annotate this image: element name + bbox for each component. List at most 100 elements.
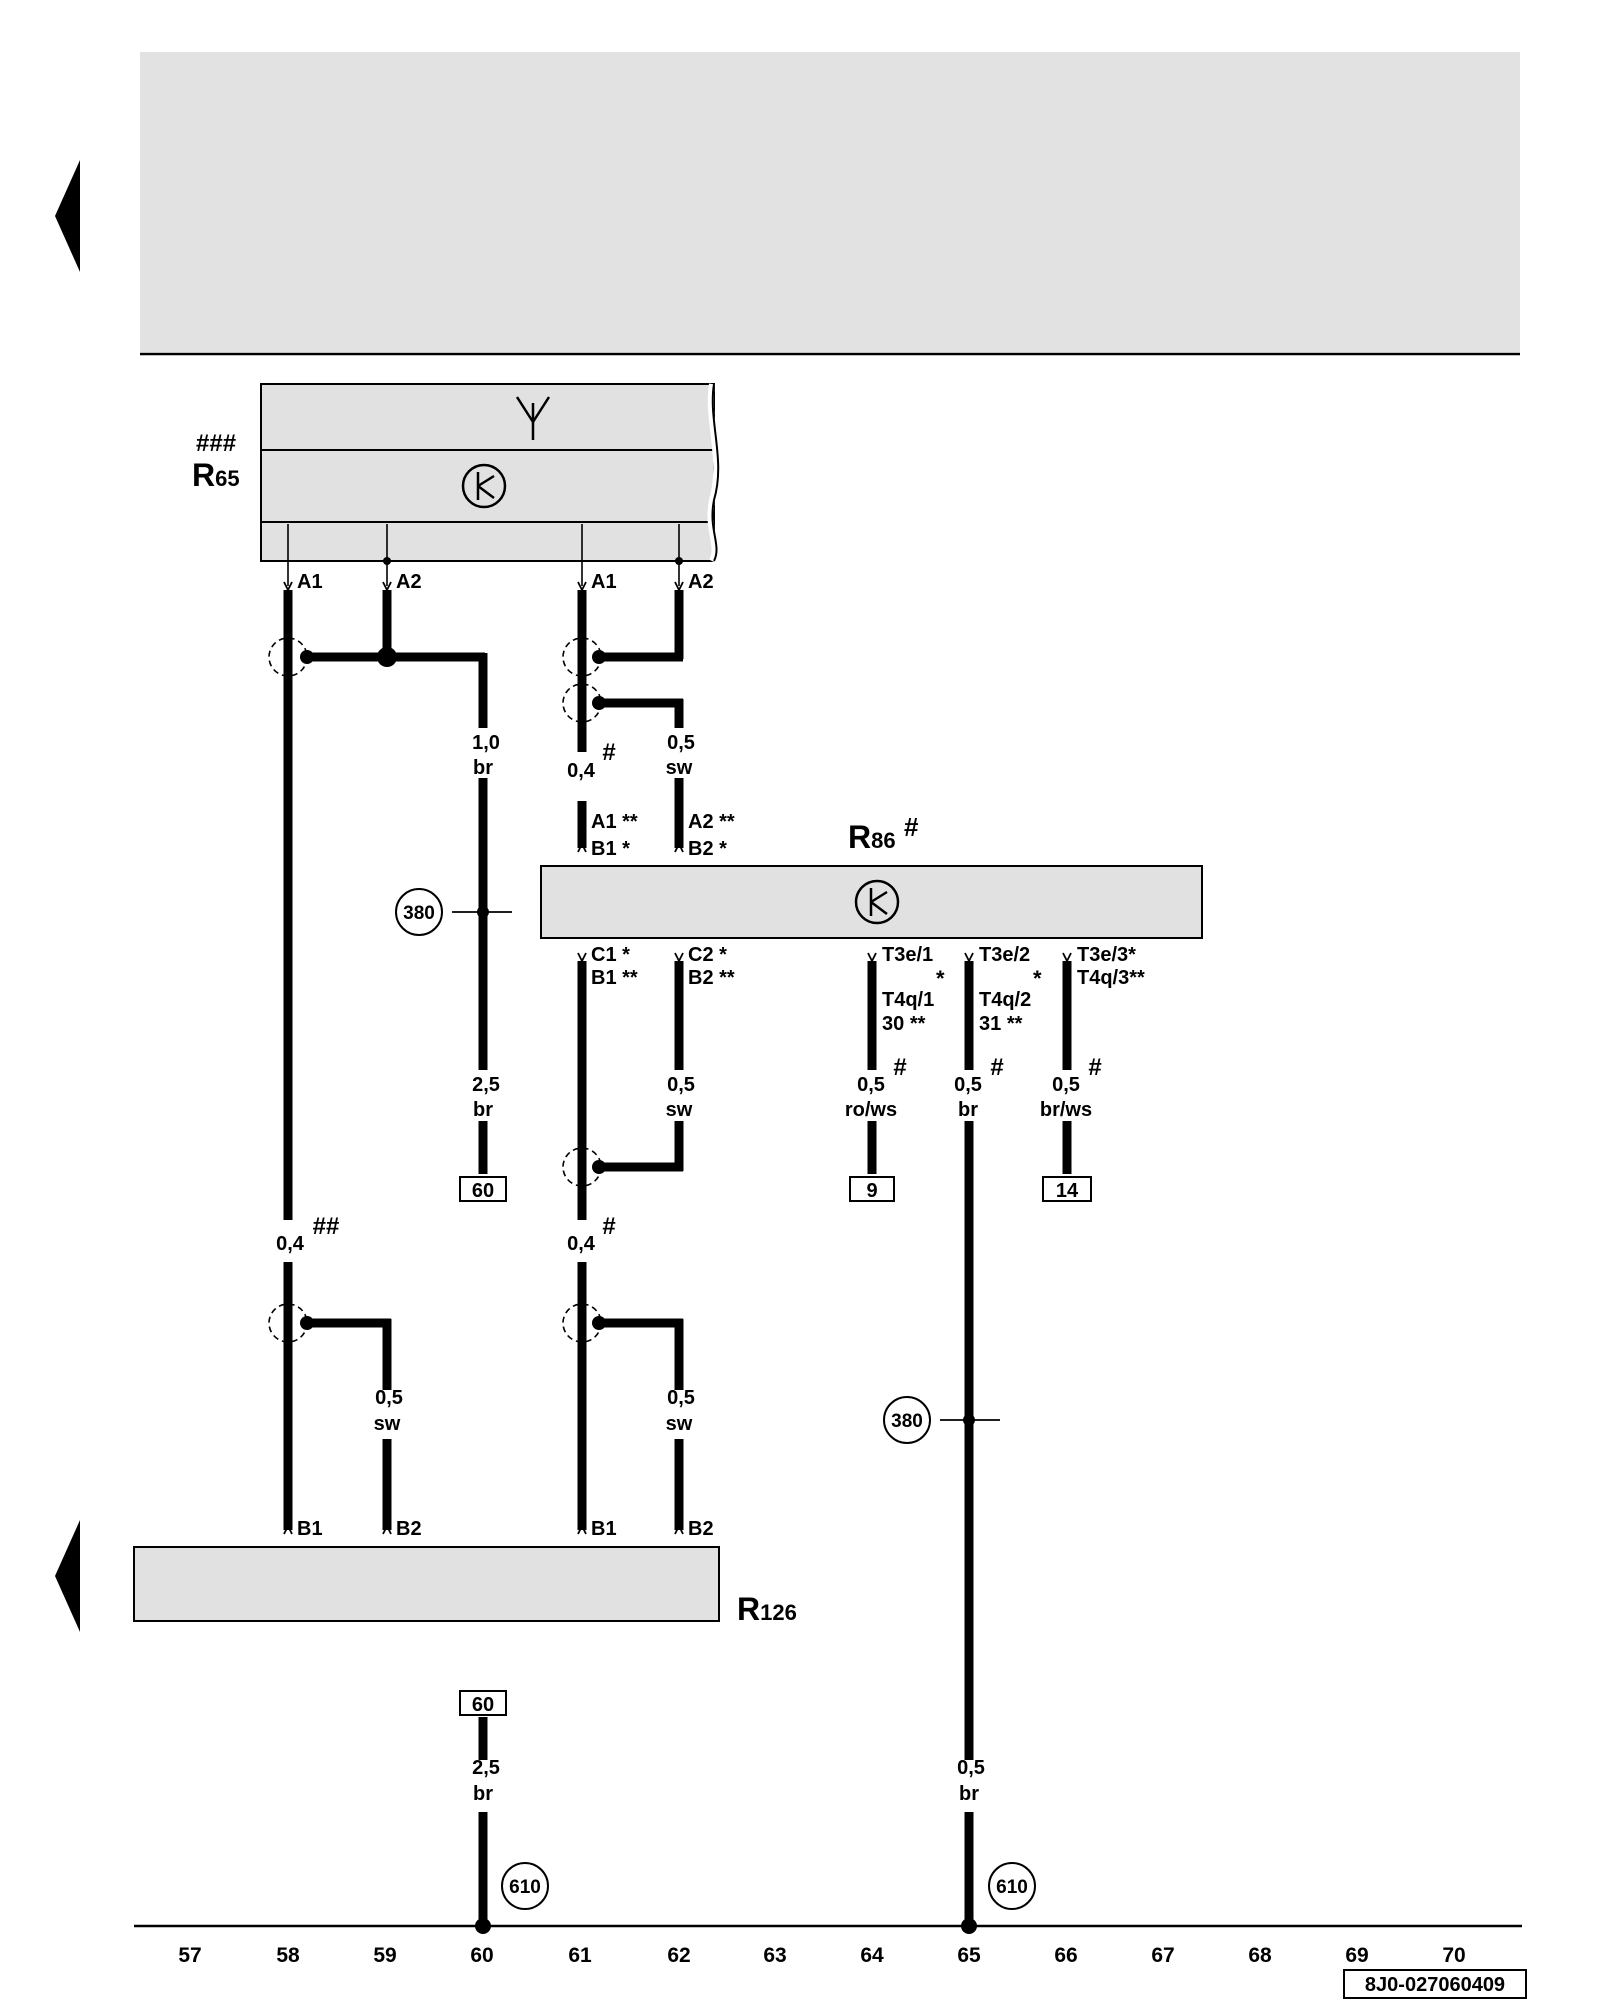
ground-ref-610-right[interactable]: 610 (988, 1862, 1036, 1910)
r86-pin-c2: C2 * (688, 944, 727, 966)
r65-component (260, 383, 720, 563)
r126-pin-b2-left: B2 (396, 1518, 422, 1540)
wire-6-size: 0,5 (857, 1074, 885, 1096)
r126-pin-b1-left: B1 (297, 1518, 323, 1540)
wires (283, 590, 1072, 1926)
page-prev-arrow-top[interactable] (55, 160, 80, 272)
r86-star-65: * (1033, 966, 1042, 991)
wire-5-color: sw (666, 1099, 693, 1121)
grid-59: 59 (373, 1944, 396, 1967)
wire-1-color: br (473, 757, 493, 779)
wire-2-marker: # (602, 739, 615, 766)
svg-text:60: 60 (472, 1180, 494, 1202)
wire-2-size: 0,4 (567, 760, 596, 782)
svg-text:14: 14 (1056, 1180, 1079, 1202)
wire-13-color: br (473, 1783, 493, 1805)
junction-dots (300, 647, 977, 1934)
r86-pin-t4q2: T4q/2 (979, 989, 1031, 1011)
connector-9[interactable]: 9 (849, 1176, 895, 1202)
grid-69: 69 (1345, 1944, 1368, 1967)
wire-labels: 1,0 br 0,4 # 0,5 sw 2,5 br 0,5 sw 0,5 # … (276, 732, 1102, 1805)
page-prev-arrow-bottom[interactable] (55, 1520, 80, 1632)
r86-marker: # (904, 812, 919, 842)
wire-7-size: 0,5 (954, 1074, 982, 1096)
r126-component (133, 1546, 720, 1622)
grid-67: 67 (1151, 1944, 1174, 1967)
grid-58: 58 (276, 1944, 300, 1967)
r86-pin-t3e1: T3e/1 (882, 944, 933, 966)
r65-marker: ### (196, 430, 236, 457)
wire-3-size: 0,5 (667, 732, 695, 754)
wire-9-marker: ## (313, 1213, 340, 1240)
svg-text:380: 380 (891, 1411, 923, 1432)
wire-8-marker: # (1088, 1054, 1101, 1081)
r86-pin-t4q1: T4q/1 (882, 989, 934, 1011)
svg-text:9: 9 (866, 1180, 877, 1202)
wire-12-size: 0,5 (667, 1387, 695, 1409)
grid-65: 65 (957, 1944, 981, 1967)
wire-11-color: sw (374, 1413, 401, 1435)
r86-pin-b2: B2 * (688, 838, 727, 860)
wire-13-size: 2,5 (472, 1757, 500, 1779)
r86-pin-t3e2: T3e/2 (979, 944, 1030, 966)
r86-star-64: * (936, 966, 945, 991)
wire-3-color: sw (666, 757, 693, 779)
grid-57: 57 (178, 1944, 201, 1967)
r86-pin-t3e3: T3e/3* (1077, 944, 1136, 966)
ground-ref-380-left[interactable]: 380 (395, 888, 443, 936)
r86-pin-b2-bottom: B2 ** (688, 967, 735, 989)
r86-pin-b1-bottom: B1 ** (591, 967, 638, 989)
connector-60-top[interactable]: 60 (459, 1176, 507, 1202)
wire-6-marker: # (893, 1054, 906, 1081)
amplifier-icon (461, 463, 507, 509)
ground-ref-610-left[interactable]: 610 (501, 1862, 549, 1910)
r86-pin-a2: A2 ** (688, 811, 735, 833)
wire-6-color: ro/ws (845, 1099, 897, 1121)
wire-9-size: 0,4 (276, 1233, 305, 1255)
antenna-icon (515, 396, 551, 440)
grid-60: 60 (470, 1944, 493, 1967)
header-area (140, 52, 1520, 352)
wire-5-size: 0,5 (667, 1074, 695, 1096)
r86-pin-30: 30 ** (882, 1013, 926, 1035)
wire-4-size: 2,5 (472, 1074, 500, 1096)
wire-8-color: br/ws (1040, 1099, 1092, 1121)
wire-14-size: 0,5 (957, 1757, 985, 1779)
wire-7-color: br (958, 1099, 978, 1121)
amplifier-icon (854, 879, 900, 925)
shield-symbols (268, 637, 602, 1343)
grid-62: 62 (667, 1944, 690, 1967)
wire-8-size: 0,5 (1052, 1074, 1080, 1096)
svg-text:380: 380 (403, 903, 435, 924)
wire-10-size: 0,4 (567, 1233, 596, 1255)
grid-numbers: 57 58 59 60 61 62 63 64 65 66 67 68 69 7… (178, 1944, 1465, 1967)
grid-63: 63 (763, 1944, 786, 1967)
r126-label: R126 (737, 1591, 797, 1627)
wire-12-color: sw (666, 1413, 693, 1435)
grid-70: 70 (1442, 1944, 1465, 1967)
wire-4-color: br (473, 1099, 493, 1121)
r86-label: R86 (848, 819, 896, 855)
connector-14[interactable]: 14 (1042, 1176, 1092, 1202)
r86-pin-t4q3: T4q/3** (1077, 967, 1145, 989)
grid-68: 68 (1248, 1944, 1272, 1967)
wire-10-marker: # (602, 1213, 615, 1240)
svg-text:8J0-027060409: 8J0-027060409 (1365, 1974, 1505, 1996)
r86-pin-b1: B1 * (591, 838, 630, 860)
r65-label: R65 (192, 457, 240, 493)
wire-7-marker: # (990, 1054, 1003, 1081)
r126-pin-b2-right: B2 (688, 1518, 714, 1540)
svg-text:610: 610 (996, 1877, 1028, 1898)
grid-61: 61 (568, 1944, 592, 1967)
r86-pin-a1: A1 ** (591, 811, 638, 833)
connector-60-bottom[interactable]: 60 (459, 1690, 507, 1716)
document-id: 8J0-027060409 (1343, 1969, 1527, 1999)
r65-pin-a1-left: A1 (297, 571, 323, 593)
r126-pin-b1-right: B1 (591, 1518, 617, 1540)
r65-pin-a1-right: A1 (591, 571, 617, 593)
grid-64: 64 (860, 1944, 884, 1967)
wire-14-color: br (959, 1783, 979, 1805)
ground-ref-380-right[interactable]: 380 (883, 1396, 931, 1444)
internal-pin-lines (287, 524, 683, 586)
